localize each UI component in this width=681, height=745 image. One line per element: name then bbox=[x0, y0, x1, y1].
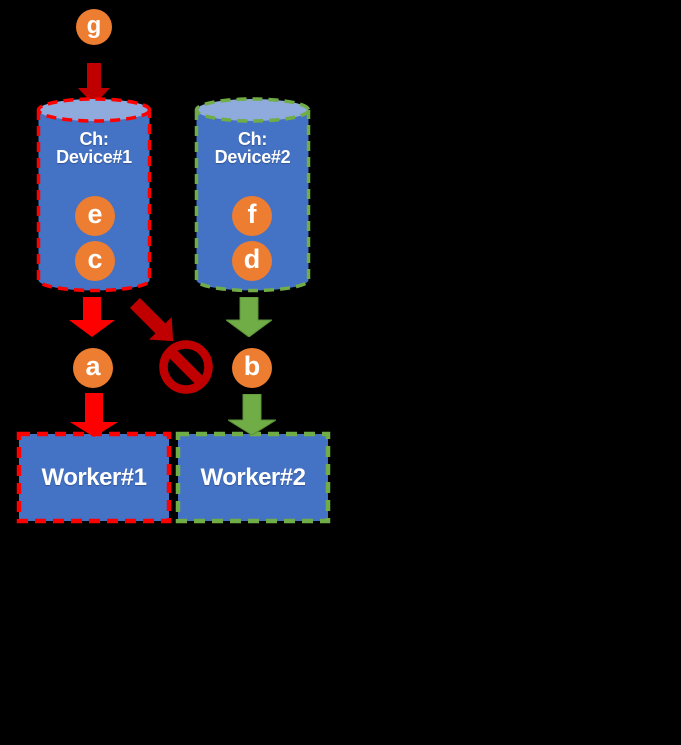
incoming-item-label: g bbox=[86, 11, 102, 39]
dequeued-item-circle-b: b bbox=[232, 348, 272, 388]
queued-item-label: e bbox=[87, 199, 103, 229]
queued-item-circle-c: c bbox=[75, 241, 115, 281]
deliver-arrow-worker2-icon bbox=[228, 394, 276, 435]
worker2-label: Worker#2 bbox=[200, 463, 306, 491]
dequeue-arrow-device1-icon bbox=[69, 297, 115, 337]
channel-device2-title: Ch: Device#2 bbox=[194, 130, 311, 166]
worker1-label: Worker#1 bbox=[41, 463, 147, 491]
queued-item-circle-d: d bbox=[232, 241, 272, 281]
dequeue-arrow-device2-icon bbox=[226, 297, 272, 337]
no-entry-icon bbox=[159, 340, 213, 394]
incoming-item-circle: g bbox=[76, 9, 112, 45]
channel-device1-title-line1: Ch: bbox=[79, 129, 109, 149]
queued-item-label: c bbox=[87, 244, 103, 274]
queued-item-label: d bbox=[243, 244, 261, 274]
queued-item-circle-f: f bbox=[232, 196, 272, 236]
enqueue-arrow-icon bbox=[78, 63, 110, 105]
blocked-dequeue-arrow-icon bbox=[129, 297, 174, 342]
dequeued-item-label: b bbox=[243, 351, 261, 381]
channel-device1-title-line2: Device#1 bbox=[56, 147, 132, 167]
dequeued-item-label: a bbox=[85, 351, 101, 381]
channel-device2-title-line1: Ch: bbox=[237, 129, 268, 149]
queued-item-circle-e: e bbox=[75, 196, 115, 236]
deliver-arrow-worker1-icon bbox=[70, 393, 118, 437]
channel-device1-title: Ch: Device#1 bbox=[36, 130, 152, 166]
channel-device2-title-line2: Device#2 bbox=[214, 147, 291, 167]
worker1-box bbox=[16, 431, 172, 524]
queued-item-label: f bbox=[247, 199, 257, 229]
dequeued-item-circle-a: a bbox=[73, 348, 113, 388]
